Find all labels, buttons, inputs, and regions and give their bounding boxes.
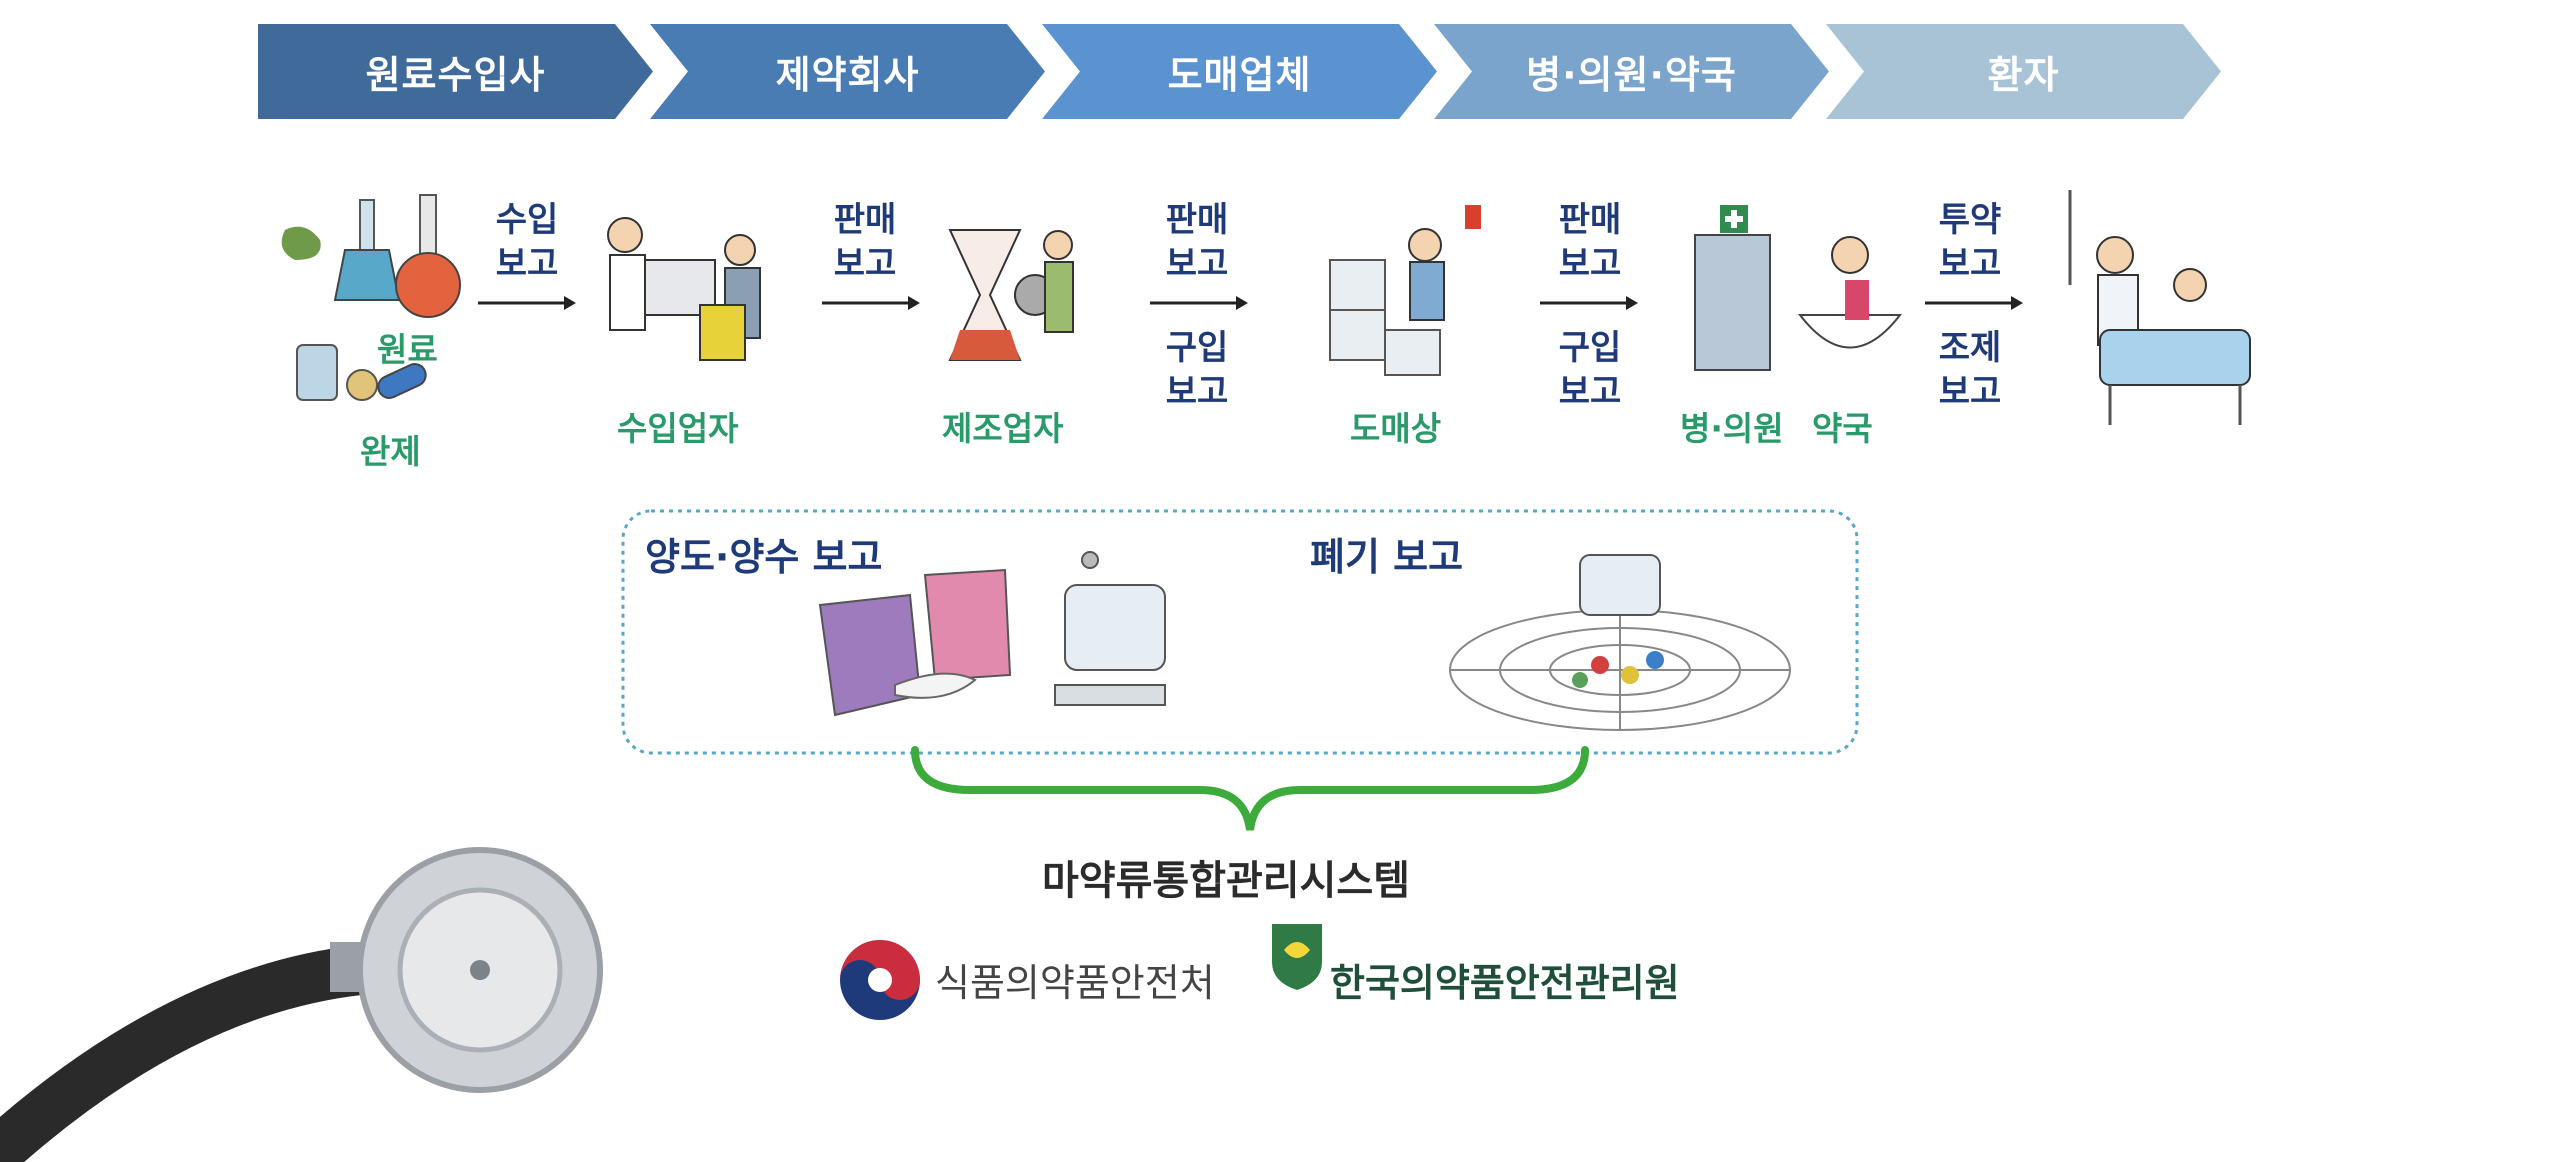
disposal-illustration xyxy=(1449,554,1791,731)
flow-step-label: 병·의원·약국 xyxy=(1526,53,1737,97)
arrow-right-icon xyxy=(1150,296,1248,310)
flow-step-4: 병·의원·약국 xyxy=(1434,24,1829,119)
arrow-right-icon xyxy=(1540,296,1638,310)
flow-step-label: 도매업체 xyxy=(1167,53,1312,97)
arrow-right-icon xyxy=(1925,296,2023,310)
transfer-illustration xyxy=(818,551,1166,717)
manufacturer-illustration xyxy=(948,229,1074,361)
arrow-right-icon xyxy=(478,296,576,310)
stethoscope-icon xyxy=(0,847,603,1162)
flow-step-label: 제약회사 xyxy=(775,53,920,97)
flask-illustration xyxy=(281,194,461,318)
mfds-logo-icon xyxy=(840,940,920,1020)
flow-step-label: 환자 xyxy=(1987,53,2060,97)
importer-illustration xyxy=(607,217,761,361)
importer-label: 수입업자 xyxy=(617,409,739,448)
transfer-report-title: 양도·양수 보고 xyxy=(645,535,883,579)
flow-step-label: 원료수입사 xyxy=(365,53,546,97)
flow-step-2: 제약회사 xyxy=(650,24,1045,119)
system-title: 마약류통합관리시스템 xyxy=(1042,858,1410,904)
flow-step-1: 원료수입사 xyxy=(258,24,653,119)
grouping-brace xyxy=(911,746,1589,831)
pill-illustration xyxy=(296,344,427,401)
pharmacy-label: 약국 xyxy=(1812,409,1873,448)
flow-step-3: 도매업체 xyxy=(1042,24,1437,119)
arrow-right-icon xyxy=(822,296,920,310)
chevron-shape xyxy=(650,24,1045,119)
chevron-shape xyxy=(1042,24,1437,119)
kids-logo-icon xyxy=(1272,924,1322,990)
report-box-border xyxy=(621,509,1859,755)
flow-step-5: 환자 xyxy=(1826,24,2221,119)
wholesaler-illustration xyxy=(1329,205,1481,376)
clinic-label: 병·의원 xyxy=(1680,409,1784,448)
manufacturer-label: 제조업자 xyxy=(942,409,1064,448)
wholesaler-label: 도매상 xyxy=(1350,409,1442,448)
raw-material-label: 원료 xyxy=(377,330,438,369)
chevron-shape xyxy=(1434,24,1829,119)
hospital-illustration xyxy=(1694,205,1903,371)
kids-name: 한국의약품안전관리원 xyxy=(1330,961,1680,1005)
finished-drug-label: 완제 xyxy=(360,432,421,471)
disposal-report-title: 폐기 보고 xyxy=(1310,535,1464,579)
mfds-name: 식품의약품안전처 xyxy=(935,961,1215,1005)
chevron-shape xyxy=(258,24,653,119)
patient-illustration xyxy=(2068,190,2251,425)
chevron-shape xyxy=(1826,24,2221,119)
